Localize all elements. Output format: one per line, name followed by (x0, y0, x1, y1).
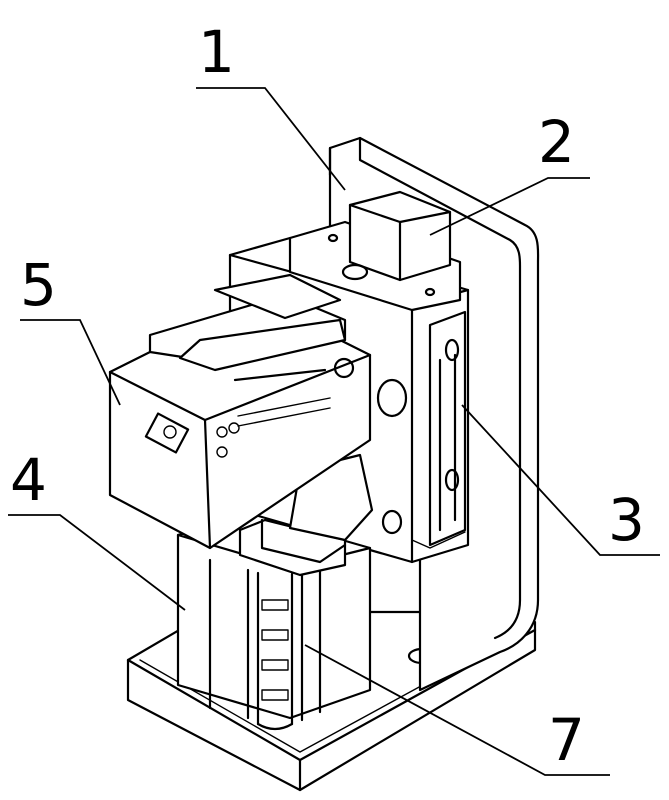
leader-4 (8, 515, 185, 610)
leader-1 (196, 88, 345, 190)
leader-5 (20, 320, 120, 405)
callout-3: 3 (608, 486, 645, 554)
callout-4: 4 (10, 446, 47, 514)
callout-2: 2 (538, 108, 575, 176)
callout-7: 7 (548, 706, 585, 774)
callout-1: 1 (198, 18, 235, 86)
callout-5: 5 (20, 251, 57, 319)
